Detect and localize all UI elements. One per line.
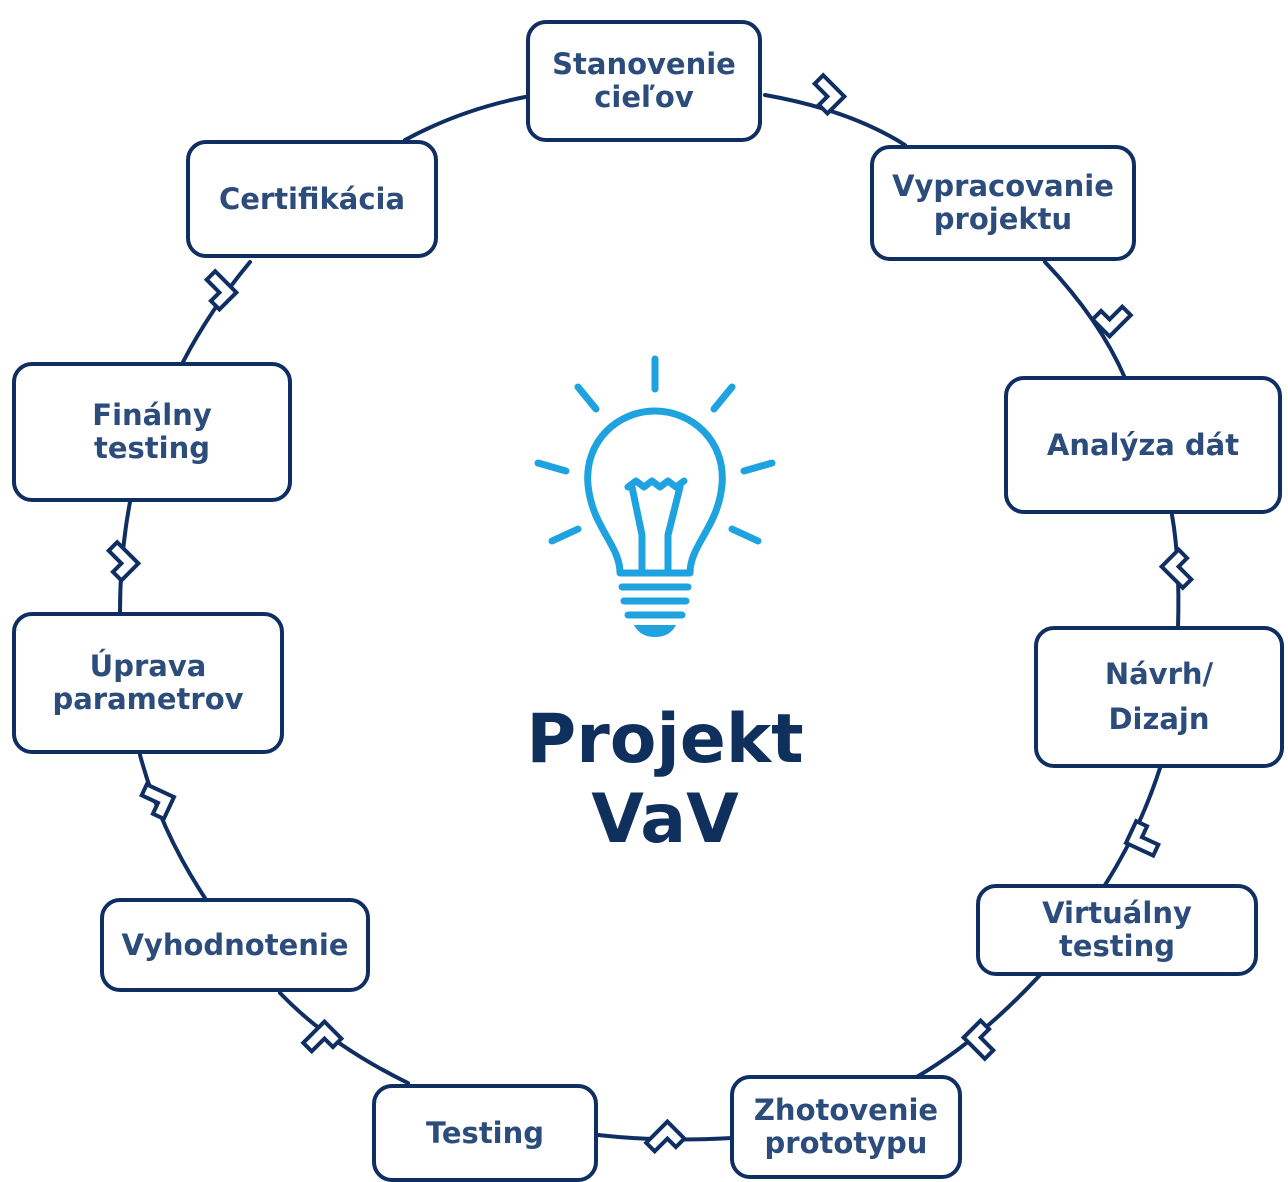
- arrow-marker-9: [105, 539, 142, 584]
- step-label: Úprava parametrov: [52, 649, 244, 716]
- step-analyza-dat: Analýza dát: [1004, 376, 1282, 514]
- arrow-marker-2: [1089, 303, 1134, 340]
- step-virtualny-testing: Virtuálny testing: [976, 884, 1258, 976]
- connector-8: [138, 753, 207, 900]
- connector-11: [403, 95, 527, 142]
- arrow-marker-6: [643, 1118, 688, 1155]
- arrow-marker-10: [203, 268, 240, 313]
- step-label: Vypracovanie projektu: [892, 169, 1114, 236]
- step-label: Finálny testing: [92, 398, 212, 465]
- arrow-marker-8: [139, 781, 177, 822]
- step-stanovenie-cielov: Stanovenie cieľov: [526, 20, 762, 142]
- step-finalny-testing: Finálny testing: [12, 362, 292, 502]
- diagram-title: Projekt VaV: [526, 700, 804, 859]
- step-label: Vyhodnotenie: [121, 927, 349, 962]
- connector-7: [278, 991, 410, 1085]
- step-label: Virtuálny testing: [1042, 896, 1192, 963]
- step-vypracovanie-projektu: Vypracovanie projektu: [870, 145, 1136, 261]
- step-label: Testing: [425, 1115, 545, 1150]
- connector-1: [763, 93, 907, 147]
- lightbulb-icon: [534, 355, 776, 637]
- step-label: Certifikácia: [218, 181, 406, 216]
- step-label: Stanovenie cieľov: [552, 47, 736, 114]
- step-zhotovenie-prototypu: Zhotovenie prototypu: [730, 1075, 962, 1179]
- step-navrh-dizajn: Návrh/ Dizajn: [1034, 626, 1284, 768]
- step-label: Analýza dát: [1046, 427, 1240, 462]
- step-vyhodnotenie: Vyhodnotenie: [100, 898, 370, 992]
- connector-10: [181, 260, 252, 364]
- arrow-marker-4: [1123, 818, 1161, 859]
- arrow-marker-3: [1158, 546, 1195, 591]
- step-label: Zhotovenie prototypu: [753, 1093, 939, 1160]
- step-testing: Testing: [372, 1084, 598, 1182]
- arrow-marker-1: [811, 72, 848, 117]
- step-uprava-parametrov: Úprava parametrov: [12, 612, 284, 754]
- arrow-marker-5: [960, 1017, 997, 1062]
- step-label: Návrh/ Dizajn: [1104, 657, 1214, 736]
- step-certifikacia: Certifikácia: [186, 140, 438, 258]
- arrow-marker-7: [300, 1018, 345, 1055]
